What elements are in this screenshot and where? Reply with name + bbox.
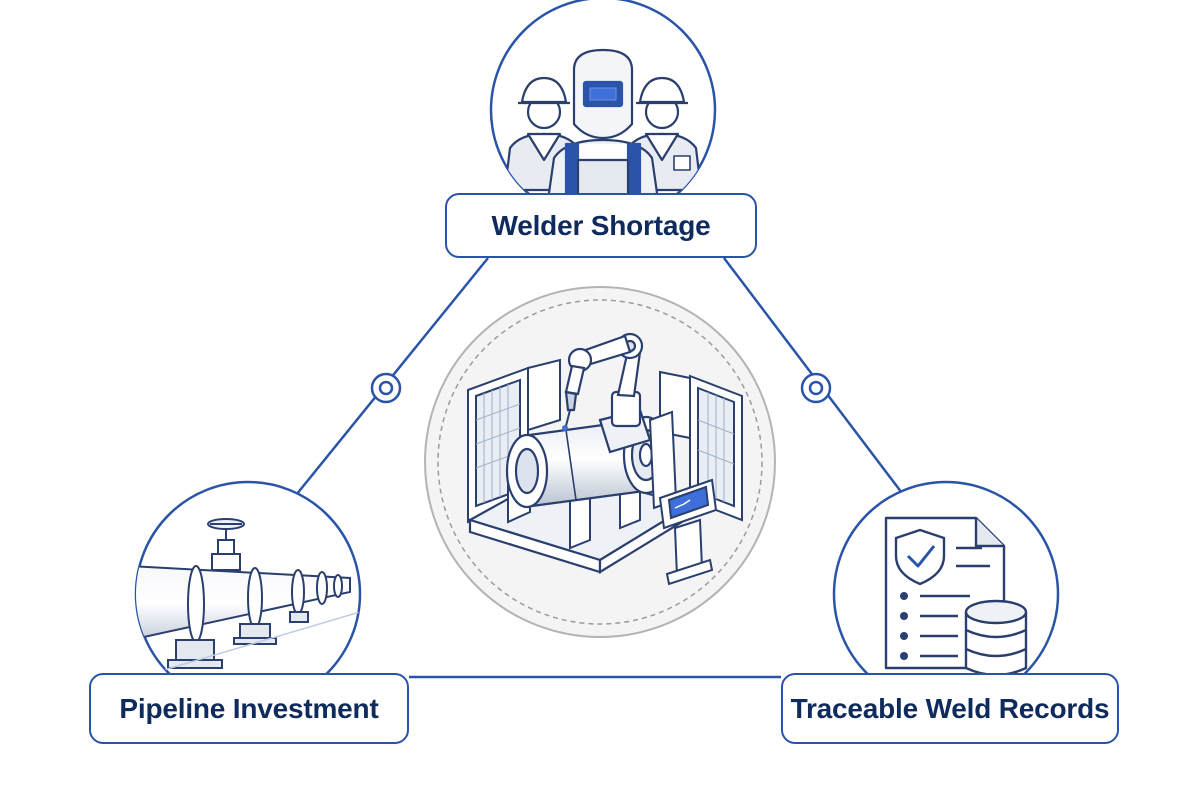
traceable-weld-records-label-text: Traceable Weld Records [790, 692, 1110, 724]
pipeline-investment-label: Pipeline Investment [89, 673, 409, 744]
welder-shortage-label-text: Welder Shortage [491, 209, 711, 241]
traceable-weld-records-label: Traceable Weld Records [781, 673, 1119, 744]
secure-document-database-icon [832, 480, 1060, 708]
pipeline-investment-label-text: Pipeline Investment [119, 692, 379, 724]
junction-node-left [370, 372, 402, 404]
junction-node-right [800, 372, 832, 404]
robotic-pipe-welding-cell-icon [424, 286, 776, 638]
welder-shortage-label: Welder Shortage [445, 193, 757, 258]
welder-team-icon [489, 0, 717, 224]
pipeline-valve-icon [134, 480, 362, 708]
